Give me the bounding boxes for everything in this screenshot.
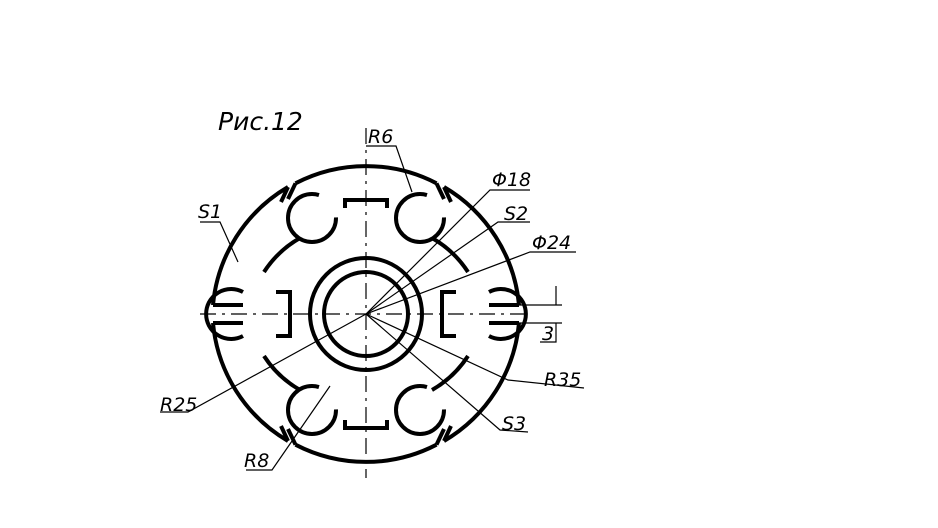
label-d18: Φ18 (492, 169, 531, 191)
label-s3: S3 (502, 413, 526, 435)
outer-ring (211, 164, 521, 464)
relief-arcs (204, 192, 528, 436)
central-bore (308, 256, 424, 372)
centerlines (200, 128, 525, 478)
label-s1: S1 (198, 201, 222, 223)
label-r8: R8 (244, 450, 269, 472)
label-s2: S2 (504, 203, 528, 225)
label-gap-3: 3 (542, 323, 554, 345)
label-r6: R6 (368, 126, 393, 148)
figure-caption: Рис.12 (218, 107, 303, 136)
inner-ring (262, 198, 470, 430)
label-r25: R25 (160, 394, 197, 416)
leader-lines (160, 145, 585, 471)
label-d24: Φ24 (532, 232, 571, 254)
label-r35: R35 (544, 369, 581, 391)
